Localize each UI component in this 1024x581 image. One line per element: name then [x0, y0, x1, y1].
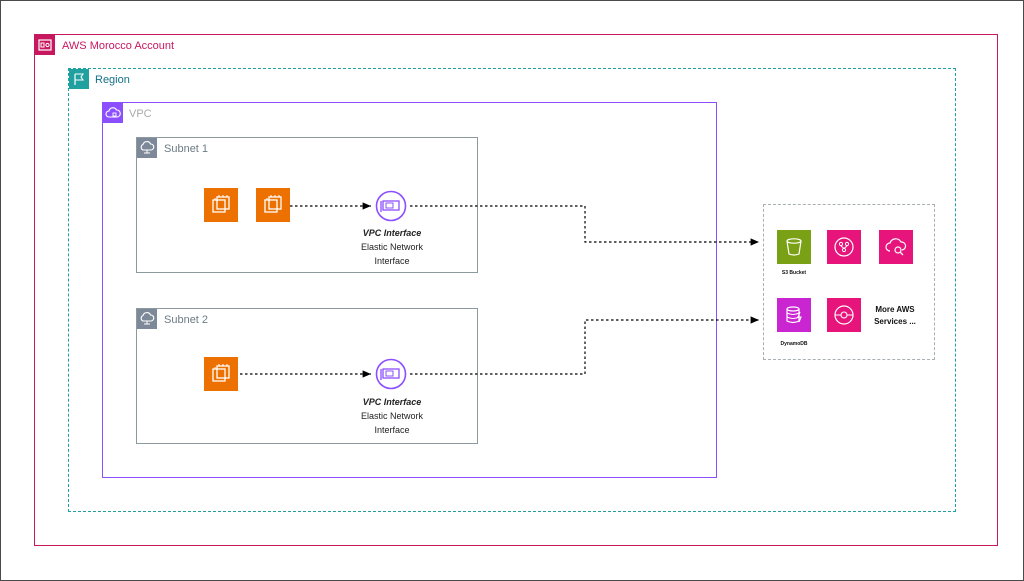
ec2-instance-icon [204, 188, 238, 222]
eni-1-line2: Interface [374, 256, 410, 266]
subnet-2-label: Subnet 2 [164, 314, 209, 326]
ec2-instance-icon [204, 357, 238, 391]
aws-account-group: AWS Morocco Account [34, 34, 998, 546]
eni-1-caption: VPC Interface Elastic Network Interface [322, 226, 462, 268]
vpc-label: VPC [129, 108, 152, 120]
s3-bucket-label: S3 Bucket [781, 270, 807, 276]
subnet-1-group: Subnet 1 [136, 137, 478, 273]
dynamodb-icon [777, 298, 811, 332]
eni-2-line2: Interface [374, 425, 410, 435]
eni-1-line1: Elastic Network [360, 242, 423, 252]
eni-2-caption: VPC Interface Elastic Network Interface [322, 395, 462, 437]
vpc-cloud-icon [103, 103, 123, 123]
cloud-search-icon [879, 230, 913, 264]
service-mesh-icon [827, 230, 861, 264]
dynamodb-label: DynamoDB [780, 341, 808, 347]
eni-1-title: VPC Interface [362, 228, 422, 238]
region-group: Region [68, 68, 956, 512]
subnet-1-label: Subnet 1 [164, 143, 209, 155]
eni-2-line1: Elastic Network [360, 411, 423, 421]
subnet-icon [137, 309, 157, 329]
event-bus-icon [827, 298, 861, 332]
account-label: AWS Morocco Account [62, 40, 175, 52]
vpc-group: VPC [102, 102, 717, 478]
s3-bucket-icon [777, 230, 811, 264]
subnet-2-group: Subnet 2 [136, 308, 478, 444]
aws-services-group [763, 204, 935, 360]
elastic-network-interface-icon [375, 190, 407, 222]
region-label: Region [95, 74, 130, 86]
flag-icon [69, 69, 89, 89]
eni-2-title: VPC Interface [362, 397, 422, 407]
connector-eni-2-to-services [410, 316, 759, 375]
more-services-line2: Services ... [874, 317, 916, 326]
subnet-icon [137, 138, 157, 158]
account-icon [35, 35, 55, 55]
ec2-instance-icon [256, 188, 290, 222]
more-services-line1: More AWS [875, 305, 915, 314]
connector-eni-1-to-s3 [410, 205, 759, 246]
more-services-label: More AWS Services ... [865, 304, 925, 328]
elastic-network-interface-icon [375, 358, 407, 390]
